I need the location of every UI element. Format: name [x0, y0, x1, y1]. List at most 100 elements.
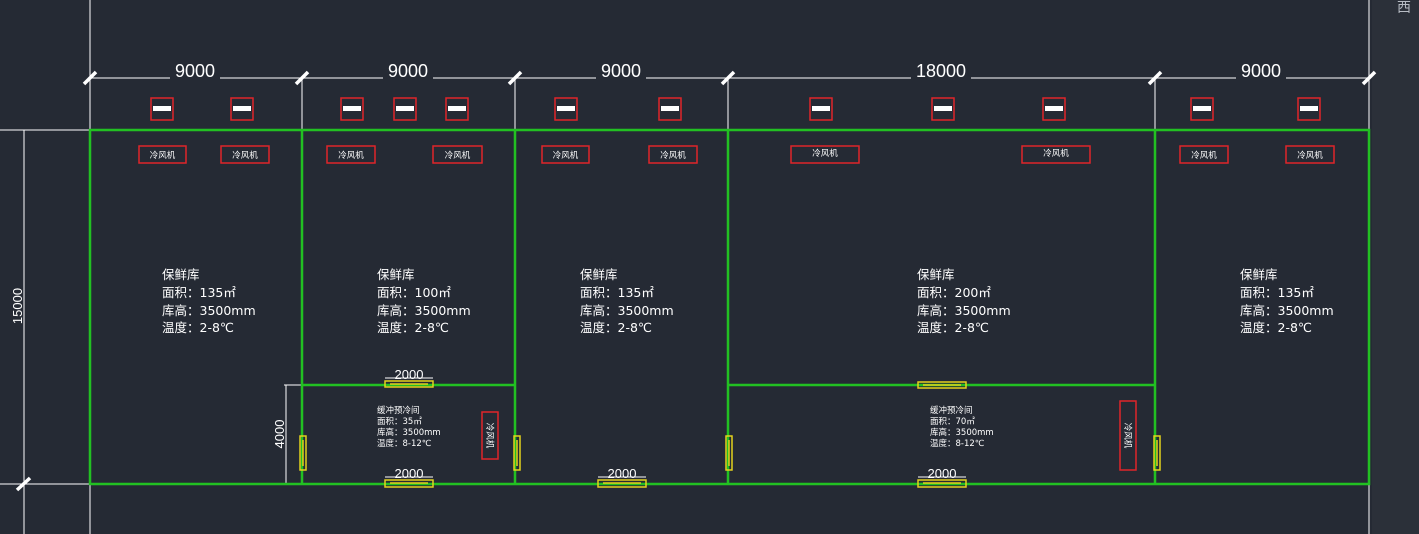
air-cooler-vertical: 冷风机 — [481, 411, 499, 460]
door-dim-3: 2000 — [608, 466, 637, 481]
room-name: 保鲜库 — [580, 267, 618, 282]
buffer-room-area: 面积：35㎡ — [377, 416, 422, 427]
air-cooler: 冷风机 — [541, 145, 590, 164]
outer-wall — [88, 128, 1371, 486]
door-dim-4: 2000 — [928, 466, 957, 481]
condensing-unit — [230, 97, 254, 121]
room-temp: 温度：2-8℃ — [580, 320, 652, 335]
room-area: 面积：100㎡ — [377, 285, 451, 300]
room-area: 面积：135㎡ — [580, 285, 654, 300]
room-temp: 温度：2-8℃ — [377, 320, 449, 335]
buffer-room-temp: 温度：8-12℃ — [377, 438, 432, 449]
dim-label-5: 9000 — [1241, 61, 1281, 81]
condensing-unit — [445, 97, 469, 121]
room-label-4: 保鲜库 面积：200㎡ 库高：3500mm 温度：2-8℃ — [917, 267, 1011, 335]
condensing-unit — [150, 97, 174, 121]
svg-text:冷风机: 冷风机 — [812, 148, 838, 159]
door-side-3 — [725, 435, 733, 471]
dim-label-2: 9000 — [388, 61, 428, 81]
door-dim-2: 2000 — [395, 466, 424, 481]
svg-text:冷风机: 冷风机 — [1043, 148, 1069, 159]
room-area: 面积：200㎡ — [917, 285, 991, 300]
room-height: 库高：3500mm — [162, 303, 256, 318]
buffer-room-area: 面积：70㎡ — [930, 416, 975, 427]
door-buffer-1-top — [384, 380, 434, 388]
buffer-room-height: 库高：3500mm — [930, 427, 994, 438]
room-label-1: 保鲜库 面积：135㎡ 库高：3500mm 温度：2-8℃ — [162, 267, 256, 335]
condensing-unit — [340, 97, 364, 121]
door-room-3-bottom — [597, 479, 647, 488]
room-name: 保鲜库 — [1240, 267, 1278, 282]
air-cooler: 冷风机 — [432, 145, 483, 164]
room-temp: 温度：2-8℃ — [162, 320, 234, 335]
dim-label-3: 9000 — [601, 61, 641, 81]
svg-text:冷风机: 冷风机 — [338, 150, 364, 161]
svg-text:冷风机: 冷风机 — [232, 150, 258, 161]
svg-text:冷风机: 冷风机 — [1297, 150, 1323, 161]
buffer-room-name: 缓冲预冷间 — [377, 405, 420, 416]
air-cooler: 冷风机 — [1021, 145, 1091, 164]
svg-text:冷风机: 冷风机 — [553, 150, 579, 161]
condensing-unit — [931, 97, 955, 121]
svg-text:冷风机: 冷风机 — [445, 150, 471, 161]
top-dimension-chain: 9000 9000 9000 18000 9000 — [82, 61, 1377, 86]
svg-text:冷风机: 冷风机 — [150, 150, 176, 161]
condensing-unit — [393, 97, 417, 121]
left-dimension: 15000 4000 — [10, 130, 287, 534]
buffer-room-label-2: 缓冲预冷间 面积：70㎡ 库高：3500mm 温度：8-12℃ — [930, 405, 994, 449]
door-side-4 — [1153, 435, 1161, 471]
air-cooler: 冷风机 — [648, 145, 698, 164]
air-cooler: 冷风机 — [138, 145, 187, 164]
door-side-2 — [513, 435, 521, 471]
dim-label-1: 9000 — [175, 61, 215, 81]
condensing-unit — [1042, 97, 1066, 121]
svg-text:冷风机: 冷风机 — [660, 150, 686, 161]
room-area: 面积：135㎡ — [1240, 285, 1314, 300]
air-cooler: 冷风机 — [1285, 145, 1335, 164]
door-buffer-2-bottom — [917, 479, 967, 488]
room-height: 库高：3500mm — [377, 303, 471, 318]
svg-text:冷风机: 冷风机 — [1122, 423, 1133, 449]
door-dim-1: 2000 — [395, 367, 424, 382]
room-area: 面积：135㎡ — [162, 285, 236, 300]
room-name: 保鲜库 — [377, 267, 415, 282]
room-height: 库高：3500mm — [580, 303, 674, 318]
air-coolers: 冷风机 冷风机 冷风机 冷风机 冷风机 冷风机 冷风机 冷风机 冷风机 冷风机 … — [138, 145, 1335, 471]
outdoor-units — [150, 97, 1321, 121]
viewport-edge — [1372, 0, 1419, 534]
condensing-unit — [658, 97, 682, 121]
room-label-3: 保鲜库 面积：135㎡ 库高：3500mm 温度：2-8℃ — [580, 267, 674, 335]
condensing-unit — [1190, 97, 1214, 121]
buffer-room-name: 缓冲预冷间 — [930, 405, 973, 416]
door-buffer-1-bottom — [384, 479, 434, 488]
buffer-room-label-1: 缓冲预冷间 面积：35㎡ 库高：3500mm 温度：8-12℃ — [377, 405, 441, 449]
room-height: 库高：3500mm — [917, 303, 1011, 318]
air-cooler: 冷风机 — [1179, 145, 1229, 164]
dim-label-height: 15000 — [10, 288, 25, 324]
door-buffer-2-top — [917, 381, 967, 389]
condensing-unit — [554, 97, 578, 121]
svg-text:冷风机: 冷风机 — [1191, 150, 1217, 161]
buffer-room-height: 库高：3500mm — [377, 427, 441, 438]
condensing-unit — [1297, 97, 1321, 121]
room-height: 库高：3500mm — [1240, 303, 1334, 318]
doors — [299, 380, 1161, 488]
room-label-2: 保鲜库 面积：100㎡ 库高：3500mm 温度：2-8℃ — [377, 267, 471, 335]
room-label-5: 保鲜库 面积：135㎡ 库高：3500mm 温度：2-8℃ — [1240, 267, 1334, 335]
air-cooler: 冷风机 — [326, 145, 376, 164]
buffer-room-temp: 温度：8-12℃ — [930, 438, 985, 449]
room-temp: 温度：2-8℃ — [917, 320, 989, 335]
svg-text:冷风机: 冷风机 — [484, 423, 495, 449]
dim-label-buffer-height: 4000 — [272, 420, 287, 449]
air-cooler: 冷风机 — [220, 145, 270, 164]
dimension-ticks — [82, 70, 1377, 86]
compass-label: 西 — [1397, 0, 1411, 16]
room-name: 保鲜库 — [162, 267, 200, 282]
condensing-unit — [809, 97, 833, 121]
door-dimensions: 2000 2000 2000 2000 — [385, 367, 966, 481]
air-cooler-vertical: 冷风机 — [1119, 400, 1137, 471]
door-side-1 — [299, 435, 307, 471]
air-cooler: 冷风机 — [790, 145, 860, 164]
room-temp: 温度：2-8℃ — [1240, 320, 1312, 335]
